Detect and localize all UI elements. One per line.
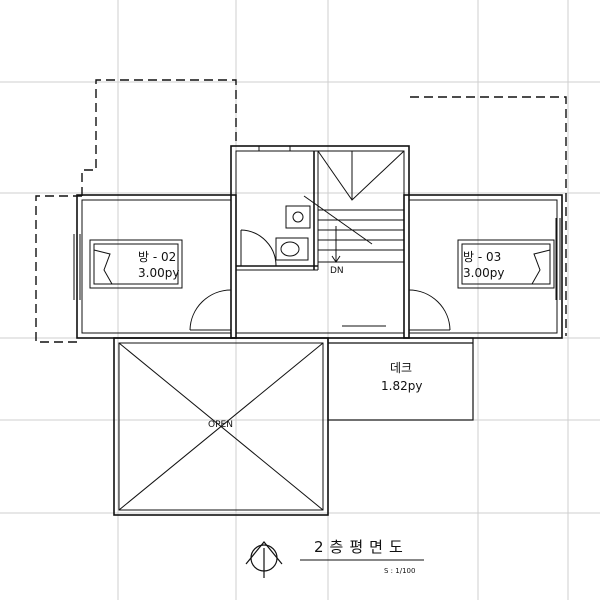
room-03-area: 3.00py bbox=[463, 266, 504, 280]
deck-name: 데크 bbox=[390, 361, 412, 375]
open-void bbox=[113, 337, 329, 516]
deck-area: 1.82py bbox=[381, 379, 422, 393]
bed-room-02 bbox=[89, 239, 183, 289]
room-02-name: 방 - 02 bbox=[138, 250, 176, 264]
stair-dn-label: DN bbox=[330, 266, 344, 276]
room-02-area: 3.00py bbox=[138, 266, 179, 280]
open-label: OPEN bbox=[208, 420, 233, 430]
stairs bbox=[303, 150, 405, 263]
plan-title: 2층평면도 bbox=[314, 538, 409, 556]
bed-room-03 bbox=[457, 239, 555, 289]
roof-outline bbox=[35, 79, 567, 343]
walls bbox=[76, 145, 563, 339]
doors bbox=[189, 289, 451, 331]
windows bbox=[73, 146, 561, 300]
plan-scale: S : 1/100 bbox=[384, 567, 415, 575]
north-arrow-icon bbox=[245, 541, 283, 578]
room-03-name: 방 - 03 bbox=[463, 250, 501, 264]
bath-fixtures bbox=[240, 205, 311, 267]
